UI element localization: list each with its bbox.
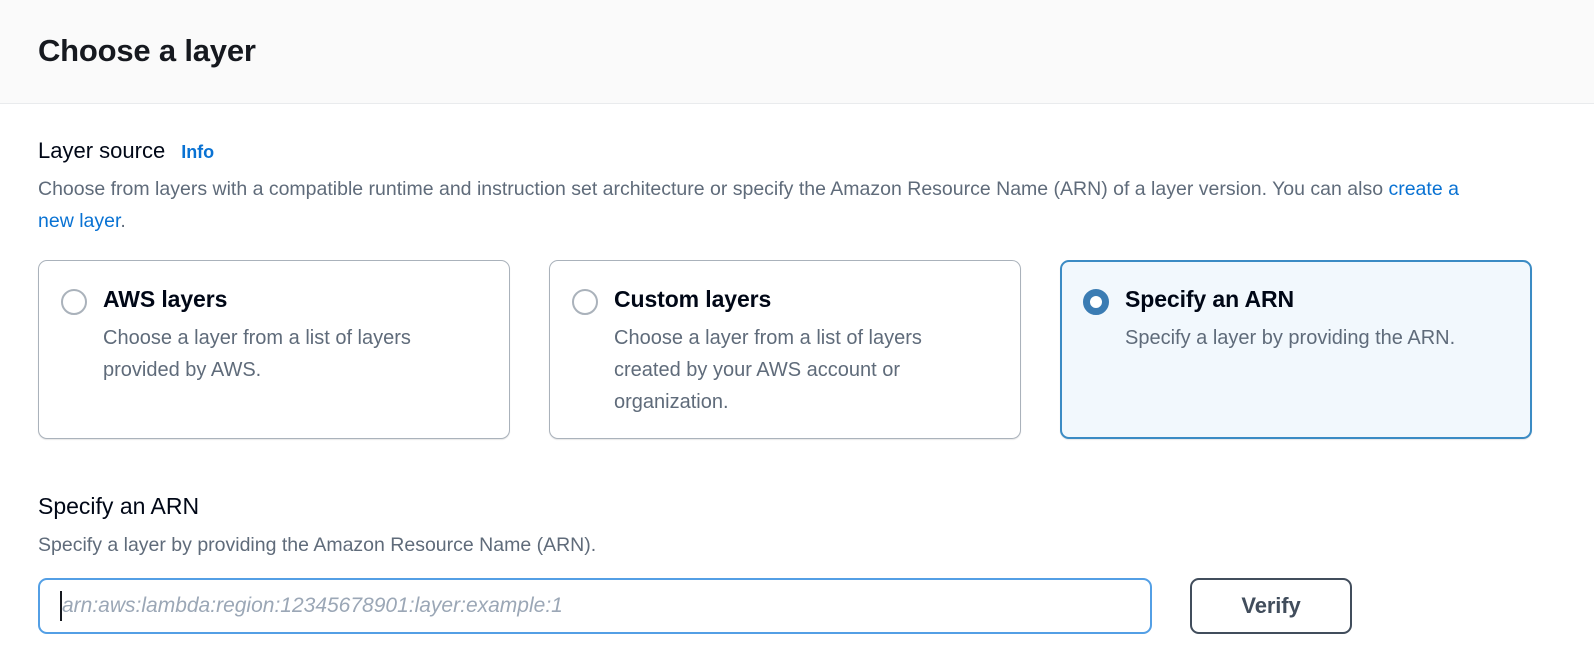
radio-aws-layers[interactable] <box>61 288 87 315</box>
layer-source-description-text: Choose from layers with a compatible run… <box>38 178 1389 201</box>
arn-input-wrapper <box>38 578 1152 635</box>
page-title: Choose a layer <box>38 33 256 69</box>
layer-source-description-period: . <box>120 209 126 232</box>
layer-source-description: Choose from layers with a compatible run… <box>38 174 1488 237</box>
arn-section-description: Specify a layer by providing the Amazon … <box>38 533 597 556</box>
layer-source-label: Layer source <box>38 138 166 163</box>
tile-aws-layers-description: Choose a layer from a list of layers pro… <box>103 327 411 382</box>
tile-custom-layers-title: Custom layers <box>614 285 772 312</box>
tile-aws-layers-text: AWS layers Choose a layer from a list of… <box>103 285 478 419</box>
tile-specify-an-arn[interactable]: Specify an ARN Specify a layer by provid… <box>1060 259 1532 440</box>
modal-header: Choose a layer <box>0 0 1594 104</box>
info-link[interactable]: Info <box>181 142 215 162</box>
arn-section: Specify an ARN Specify a layer by provid… <box>38 493 1556 635</box>
tile-custom-layers[interactable]: Custom layers Choose a layer from a list… <box>549 259 1021 440</box>
radio-custom-layers[interactable] <box>572 288 598 315</box>
layer-source-tile-group: AWS layers Choose a layer from a list of… <box>38 259 1556 440</box>
radio-specify-an-arn[interactable] <box>1083 288 1109 315</box>
text-cursor <box>60 591 62 622</box>
modal-body: Layer source Info Choose from layers wit… <box>0 104 1594 635</box>
arn-input-row: Verify <box>38 578 1556 635</box>
arn-input[interactable] <box>38 578 1152 635</box>
create-a-new-layer-link[interactable]: create a new layer <box>38 178 1459 232</box>
tile-aws-layers-title: AWS layers <box>103 285 228 312</box>
tile-custom-layers-description: Choose a layer from a list of layers cre… <box>614 327 922 414</box>
tile-aws-layers[interactable]: AWS layers Choose a layer from a list of… <box>38 259 510 440</box>
layer-source-label-row: Layer source Info <box>38 138 1556 164</box>
tile-custom-layers-text: Custom layers Choose a layer from a list… <box>614 285 989 419</box>
tile-specify-an-arn-text: Specify an ARN Specify a layer by provid… <box>1125 285 1455 419</box>
verify-button[interactable]: Verify <box>1190 578 1352 635</box>
arn-section-heading: Specify an ARN <box>38 493 200 520</box>
tile-specify-an-arn-title: Specify an ARN <box>1125 285 1295 312</box>
tile-specify-an-arn-description: Specify a layer by providing the ARN. <box>1125 327 1456 350</box>
